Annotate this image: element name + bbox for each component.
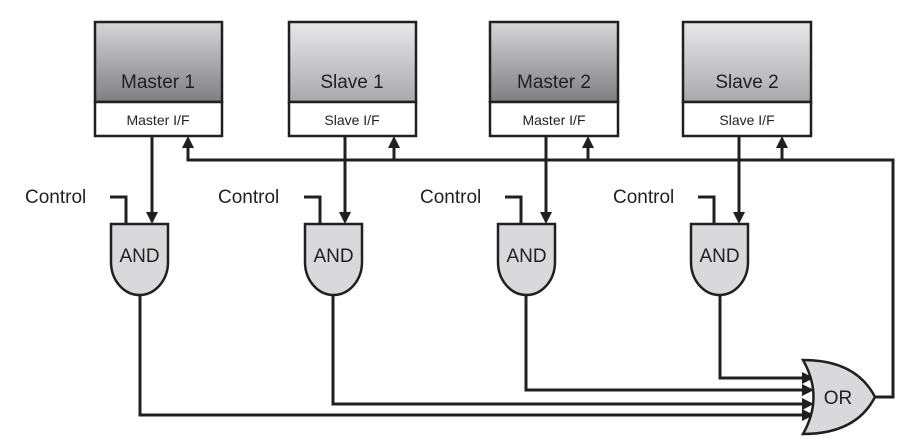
- interface-box: [488, 100, 620, 138]
- and-gate-body: [496, 222, 557, 297]
- arrow-head: [733, 212, 745, 224]
- feedback-bus: [182, 136, 895, 399]
- or-gate-label: OR: [824, 388, 853, 409]
- arrow-head: [802, 398, 814, 410]
- arrow-head: [146, 212, 158, 224]
- control-label: Control: [420, 187, 481, 208]
- and-gate-body: [303, 222, 364, 297]
- interface-box: [287, 100, 418, 138]
- module-title: Slave 1: [320, 72, 383, 93]
- control-label: Control: [25, 187, 86, 208]
- and-gate-body: [109, 222, 170, 297]
- module-title: Master 1: [121, 72, 195, 93]
- module-body: [93, 20, 224, 104]
- and-gate-label: AND: [313, 246, 353, 267]
- interface-label: Master I/F: [126, 112, 189, 128]
- arrow-head: [339, 212, 351, 224]
- interface-label: Master I/F: [522, 112, 585, 128]
- arrow-head: [802, 384, 814, 396]
- arrow-head: [802, 409, 814, 421]
- control-inputs: Control Control Control Control: [25, 187, 716, 224]
- arrow-head: [802, 372, 814, 384]
- control-label: Control: [218, 187, 279, 208]
- module-title: Master 2: [517, 72, 591, 93]
- arrow-head: [582, 136, 594, 148]
- and-gate-4: AND: [689, 222, 750, 297]
- module-master-1: Master 1 Master I/F: [93, 20, 224, 138]
- control-label: Control: [613, 187, 674, 208]
- and-gate-body: [689, 222, 750, 297]
- and-gate-2: AND: [303, 222, 364, 297]
- arrow-head: [776, 136, 788, 148]
- or-gate: OR: [800, 358, 877, 436]
- arrow-head: [388, 136, 400, 148]
- module-master-2: Master 2 Master I/F: [488, 20, 620, 138]
- arrow-head: [182, 136, 194, 148]
- module-title: Slave 2: [715, 72, 778, 93]
- or-gate-body: [800, 358, 877, 436]
- arrow-head: [540, 212, 552, 224]
- interface-label: Slave I/F: [719, 112, 774, 128]
- interface-box: [681, 100, 813, 138]
- and-gate-3: AND: [496, 222, 557, 297]
- module-slave-1: Slave 1 Slave I/F: [287, 20, 418, 138]
- and-gate-label: AND: [506, 246, 546, 267]
- and-gate-1: AND: [109, 222, 170, 297]
- and-gate-label: AND: [699, 246, 739, 267]
- request-lines: [146, 136, 745, 224]
- and-gate-label: AND: [119, 246, 159, 267]
- interface-label: Slave I/F: [324, 112, 379, 128]
- interface-box: [93, 100, 224, 138]
- module-slave-2: Slave 2 Slave I/F: [681, 20, 813, 138]
- and-to-or-lines: [138, 295, 814, 421]
